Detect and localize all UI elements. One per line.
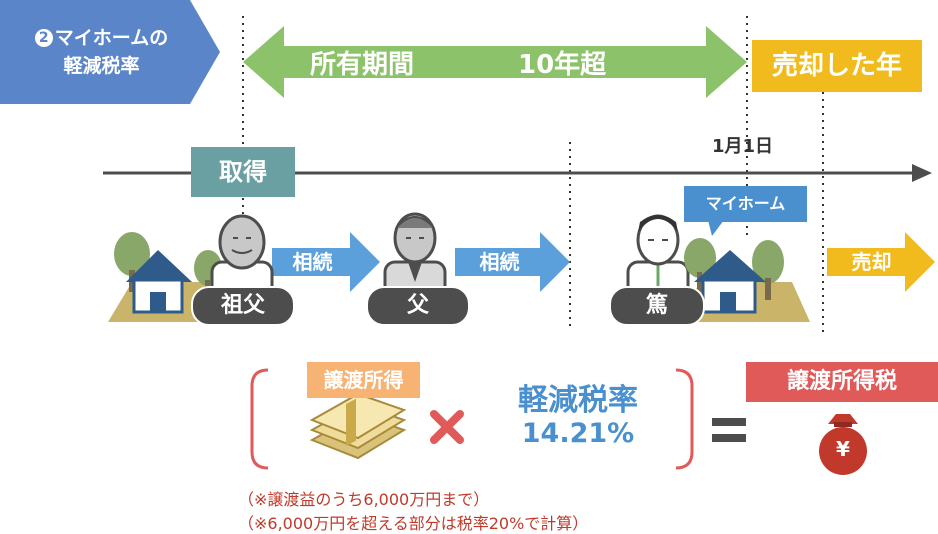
sell-label: 売却 [851,250,892,274]
date-label: 1月1日 [712,136,774,157]
header-title-line2: 軽減税率 [63,55,140,77]
header-title-line1: マイホームの [54,27,169,49]
bracket-left [250,368,269,470]
inherit-arrow-1 [272,232,380,292]
note-2: （※6,000万円を超える部分は税率20%で計算） [238,514,589,533]
self-person-icon [626,214,690,298]
money-stack-icon [309,392,407,460]
callout-pointer [708,220,724,236]
circled-number: 2 [34,29,53,47]
grandfather-icon [210,214,274,298]
acquire-label: 取得 [191,147,295,197]
sell-arrow [827,232,935,292]
inherit-arrow-2 [455,232,570,292]
equals-icon [712,418,746,442]
house-right-icon [678,238,810,322]
multiply-icon [430,410,464,444]
transfer-tax-label: 譲渡所得税 [746,362,938,402]
inherit-label-1: 相続 [292,250,333,274]
ownership-period-label: 所有期間 [310,50,415,80]
note-1: （※譲渡益のうち6,000万円まで） [238,490,490,509]
header-tag-shape [0,0,220,104]
ownership-period-value: 10年超 [518,50,607,80]
reduced-rate-label: 軽減税率 [518,383,638,418]
timeline-arrowhead [912,164,932,182]
my-home-callout: マイホーム [684,186,807,222]
father-label: 父 [366,286,470,326]
yen-symbol: ¥ [836,437,850,461]
father-icon [383,212,447,298]
self-label: 篤 [609,286,705,326]
transfer-income-label: 譲渡所得 [307,362,420,398]
money-bag-icon [819,414,867,475]
inherit-label-2: 相続 [479,250,520,274]
house-left-icon [108,232,246,322]
bracket-right [675,368,694,470]
sold-year-label: 売却した年 [752,40,922,92]
reduced-rate-value: 14.21% [521,418,635,449]
grandfather-label: 祖父 [191,286,295,326]
ownership-period-arrow [243,26,747,98]
